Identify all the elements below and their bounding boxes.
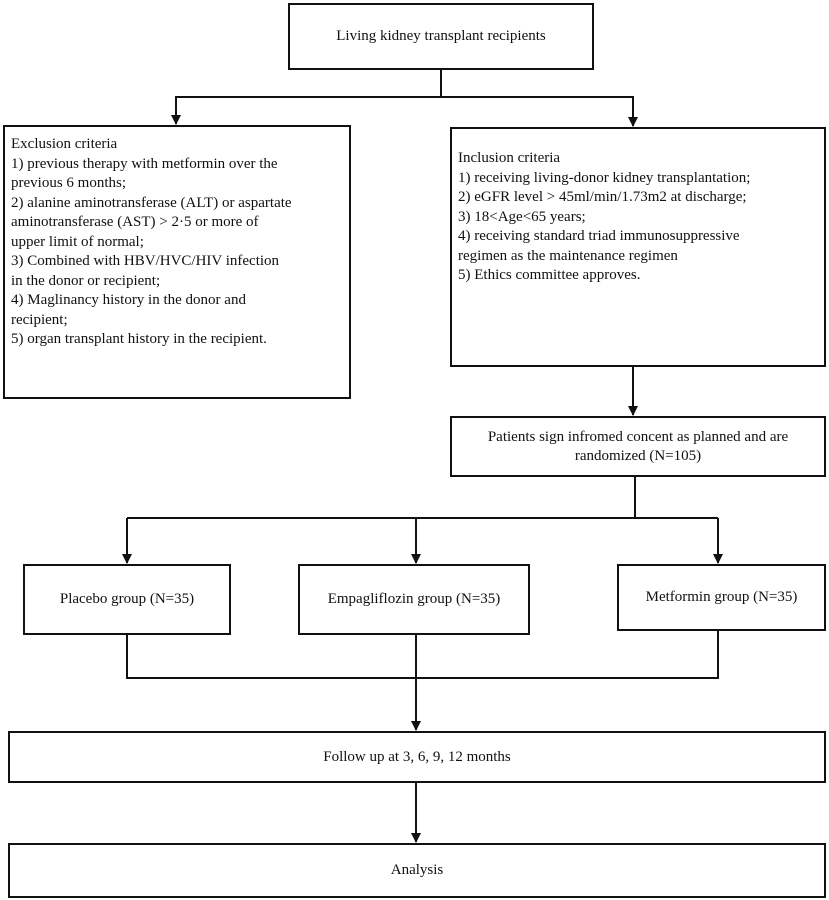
inclusion-criteria-box: Inclusion criteria 1) receiving living-d… xyxy=(450,127,826,367)
placebo-group-box: Placebo group (N=35) xyxy=(23,564,231,635)
inclusion-line: 5) Ethics committee approves. xyxy=(458,267,641,283)
follow-up-label: Follow up at 3, 6, 9, 12 months xyxy=(323,748,511,765)
exclusion-line: 3) Combined with HBV/HVC/HIV infection xyxy=(11,253,280,269)
connector-to-inclusion xyxy=(441,96,638,127)
analysis-box: Analysis xyxy=(8,843,826,898)
placebo-group-label: Placebo group (N=35) xyxy=(59,591,195,607)
randomize-box: Patients sign infromed concent as planne… xyxy=(450,416,826,477)
exclusion-line: in the donor or recipient; xyxy=(11,272,161,289)
exclusion-line: 4) Maglinancy history in the donor and xyxy=(11,292,246,308)
top-box: Living kidney transplant recipients xyxy=(288,3,594,70)
inclusion-line: 4) receiving standard triad immunosuppre… xyxy=(458,228,740,244)
metformin-group-label: Metformin group (N=35) xyxy=(645,589,798,605)
inclusion-line: regimen as the maintenance regimen xyxy=(458,247,678,264)
exclusion-line: previous 6 months; xyxy=(11,175,126,191)
inclusion-title: Inclusion criteria xyxy=(458,150,561,166)
inclusion-line: 3) 18<Age<65 years; xyxy=(458,208,586,225)
exclusion-line: 5) organ transplant history in the recip… xyxy=(11,331,267,347)
connector-placebo-merge xyxy=(126,630,719,679)
empagliflozin-group-box: Empagliflozin group (N=35) xyxy=(298,564,530,635)
top-box-label: Living kidney transplant recipients xyxy=(336,28,546,44)
follow-up-box: Follow up at 3, 6, 9, 12 months xyxy=(8,731,826,783)
exclusion-title: Exclusion criteria xyxy=(11,136,118,152)
metformin-group-box: Metformin group (N=35) xyxy=(617,564,826,631)
empagliflozin-group-label: Empagliflozin group (N=35) xyxy=(327,591,501,607)
randomize-line-1: Patients sign infromed concent as planne… xyxy=(487,428,789,445)
analysis-label: Analysis xyxy=(390,862,444,878)
exclusion-line: 2) alanine aminotransferase (ALT) or asp… xyxy=(11,194,292,211)
inclusion-line: 2) eGFR level > 45ml/min/1.73m2 at disch… xyxy=(458,189,747,205)
exclusion-line: upper limit of normal; xyxy=(11,233,144,250)
exclusion-criteria-box: Exclusion criteria 1) previous therapy w… xyxy=(3,125,351,399)
exclusion-line: recipient; xyxy=(11,311,68,328)
exclusion-line: aminotransferase (AST) > 2·5 or more of xyxy=(11,214,259,230)
connector-top-split xyxy=(171,68,442,125)
randomize-line-2: randomized (N=105) xyxy=(574,447,702,464)
inclusion-line: 1) receiving living-donor kidney transpl… xyxy=(458,169,751,186)
exclusion-line: 1) previous therapy with metformin over … xyxy=(11,155,278,172)
